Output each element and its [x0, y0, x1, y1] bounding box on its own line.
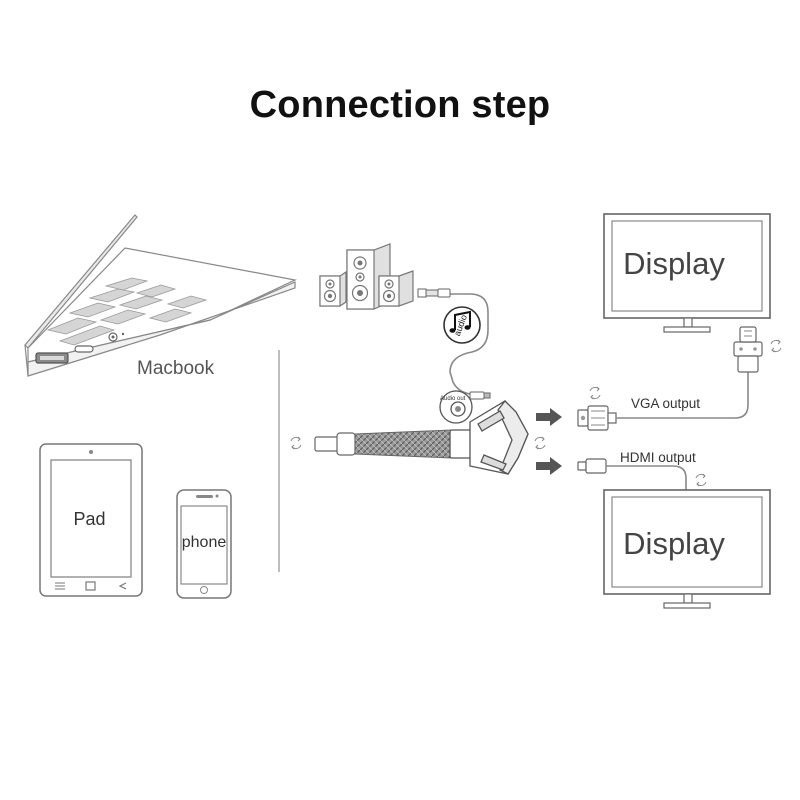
pad-label: Pad: [73, 509, 106, 529]
page-title: Connection step: [249, 84, 551, 126]
adapter-hub: [439, 390, 529, 475]
macbook-label: Macbook: [137, 358, 215, 379]
macbook-illustration: [24, 214, 297, 377]
speaker-icon: [319, 243, 414, 310]
pad-illustration: [39, 443, 143, 597]
vga-cable: [616, 372, 749, 419]
phone-label: phone: [181, 534, 227, 551]
braided-cable: [354, 429, 453, 459]
audio-cable: [449, 293, 489, 395]
display-top-label: Display: [623, 246, 725, 281]
hdmi-output-label: HDMI output: [620, 450, 696, 465]
vga-output-label: VGA output: [631, 396, 701, 411]
hdmi-connector-icon: [577, 458, 607, 474]
display-monitor-bottom: [603, 489, 771, 609]
phone-illustration: [176, 489, 232, 599]
display-monitor-top: [603, 213, 771, 333]
display-bottom-label: Display: [623, 526, 725, 561]
audio-jack-icon: [417, 288, 491, 400]
vga-connector-top: [733, 326, 763, 373]
rotate-icon: [290, 339, 782, 487]
audio-out-label: Audio out: [440, 396, 466, 402]
vga-connector-icon: [577, 405, 617, 431]
hdmi-cable: [606, 465, 687, 490]
usb-c-plug-icon: [314, 432, 356, 456]
arrow-right-icon: [536, 408, 562, 475]
music-note-icon: [443, 306, 481, 344]
